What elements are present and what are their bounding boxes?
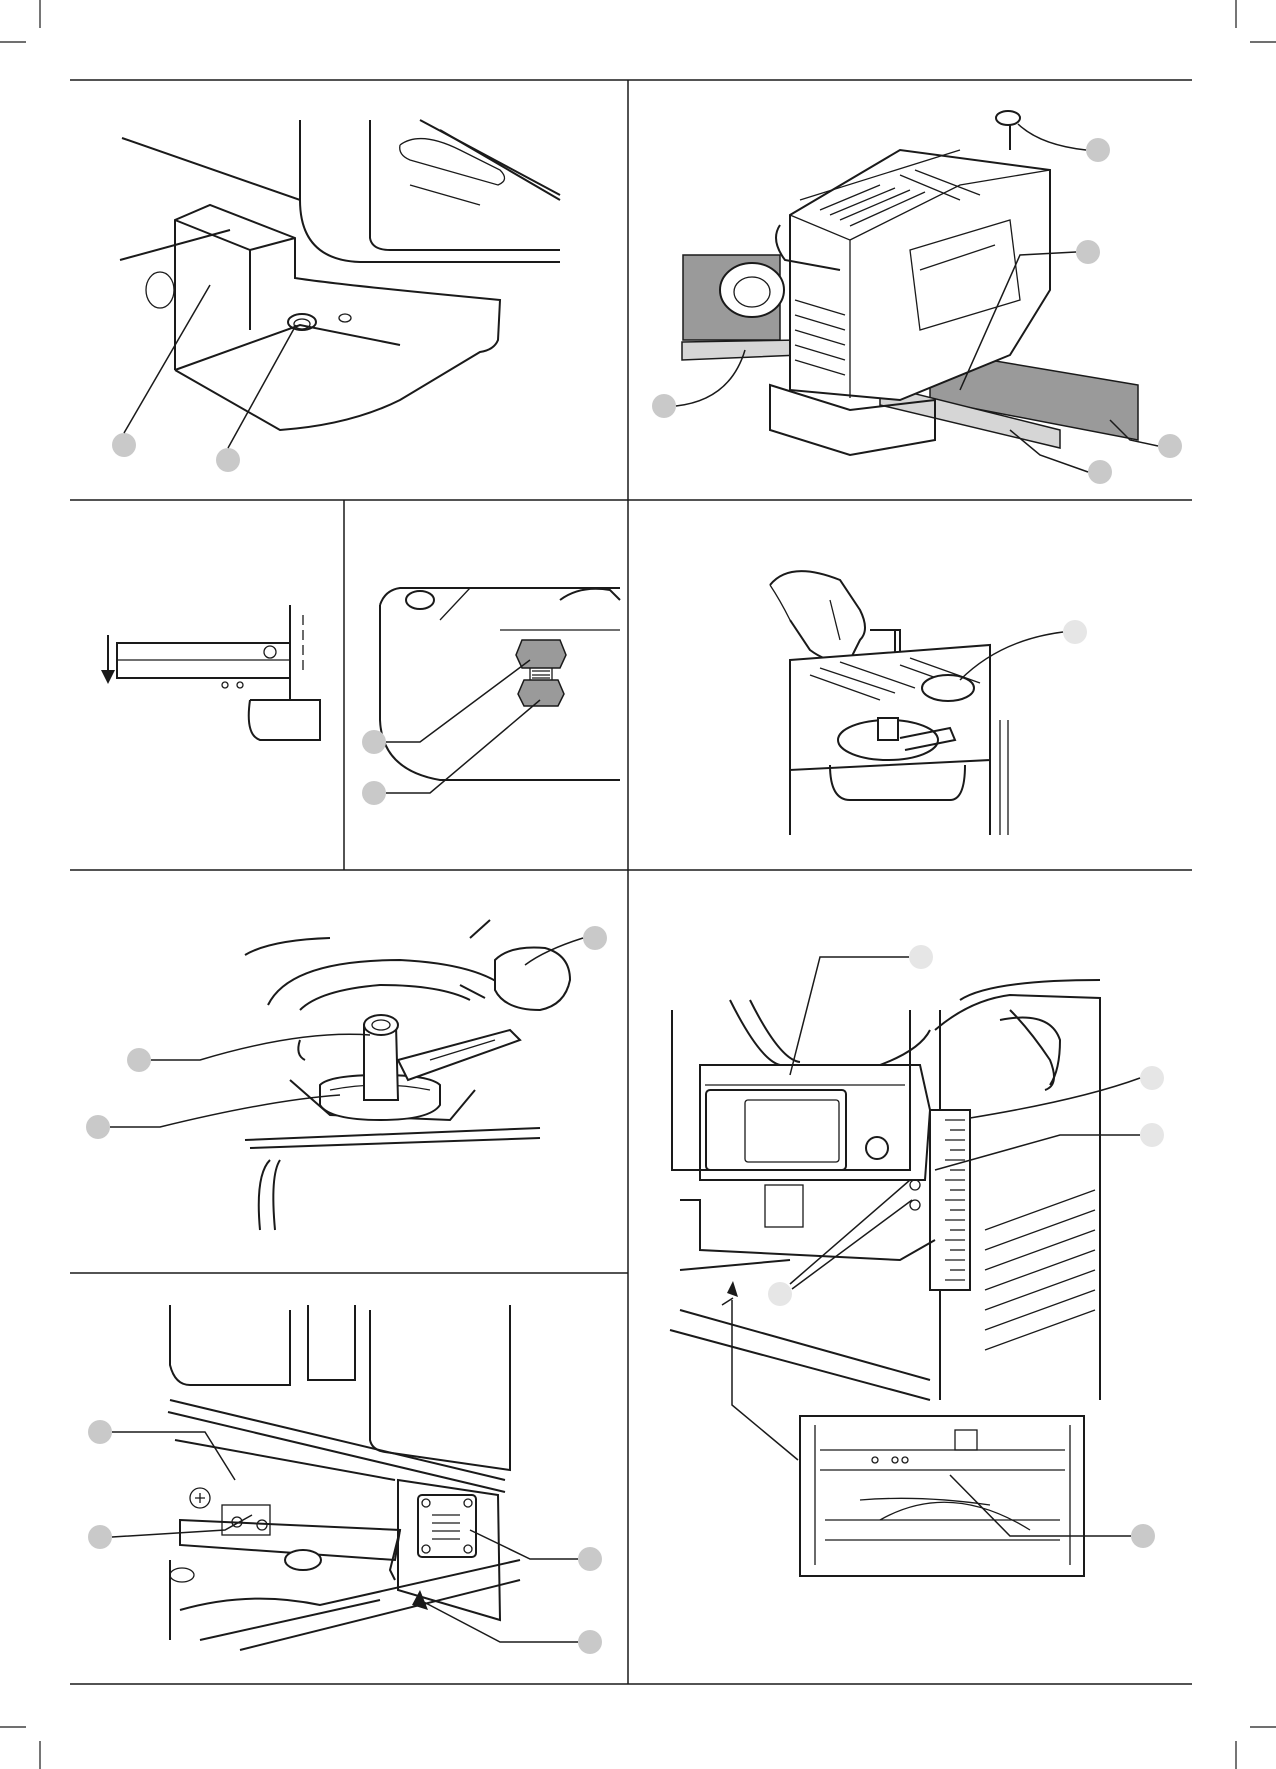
callout-marker — [768, 1282, 792, 1306]
fig-height-scale — [670, 945, 1164, 1576]
fig-table-lowering — [101, 605, 320, 740]
fig-depth-turret — [86, 920, 607, 1230]
fig-scale-indicator — [88, 1305, 602, 1654]
callout-marker — [127, 1048, 151, 1072]
callout-marker — [578, 1547, 602, 1571]
callout-marker — [112, 433, 136, 457]
height-side-vents — [985, 1190, 1095, 1350]
callout-marker — [362, 781, 386, 805]
callout-marker — [86, 1115, 110, 1139]
callout-marker — [909, 945, 933, 969]
fig-hand-crank — [770, 571, 1087, 835]
fig-planer-overview — [652, 111, 1182, 484]
callout-marker — [583, 926, 607, 950]
callout-marker — [1140, 1066, 1164, 1090]
callout-marker — [88, 1525, 112, 1549]
callout-marker — [88, 1420, 112, 1444]
callout-marker — [1076, 240, 1100, 264]
callout-marker — [216, 448, 240, 472]
callout-marker — [578, 1630, 602, 1654]
callout-marker — [1086, 138, 1110, 162]
fig-base-block — [112, 120, 560, 472]
callout-marker — [362, 730, 386, 754]
callout-marker — [1063, 620, 1087, 644]
callout-marker — [1140, 1123, 1164, 1147]
callout-marker — [1088, 460, 1112, 484]
callout-marker — [1131, 1524, 1155, 1548]
callout-marker — [652, 394, 676, 418]
fig-adjust-bolts — [362, 588, 620, 805]
callout-marker — [1158, 434, 1182, 458]
